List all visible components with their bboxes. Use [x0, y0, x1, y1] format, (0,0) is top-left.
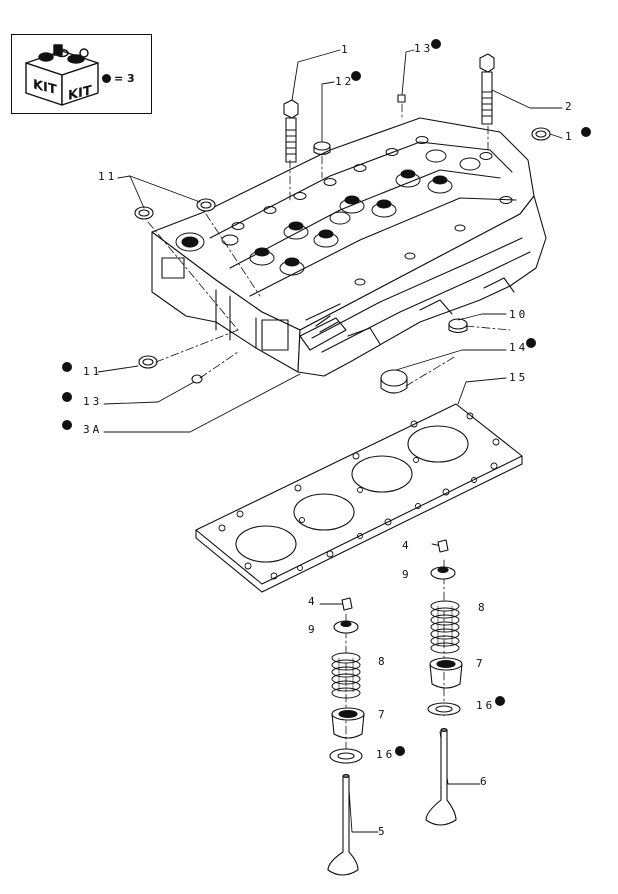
kit-dot-icon [431, 39, 441, 49]
callout-c1: 1 [341, 43, 351, 56]
bushing-11-left-b [196, 198, 216, 212]
kit-icon-label-right: KIT [68, 83, 92, 104]
bushing-11-bottom [138, 355, 158, 369]
callout-c8l: 8 [378, 655, 388, 668]
callout-c13a: 13 [414, 42, 434, 55]
callout-c16l: 16 [376, 748, 396, 761]
callout-c7r: 7 [476, 657, 486, 670]
center-lines [147, 103, 511, 761]
callout-c10: 10 [509, 308, 529, 321]
kit-dot-icon [102, 74, 111, 83]
dowel-13-bottom [191, 374, 203, 384]
callout-c12: 12 [335, 75, 355, 88]
callout-c4l: 4 [308, 595, 318, 608]
kit-dot-icon [395, 746, 405, 756]
callout-c11l: 11 [98, 170, 118, 183]
valve-assembly-left [327, 597, 365, 876]
callout-c7l: 7 [378, 708, 388, 721]
callout-c2: 2 [565, 100, 575, 113]
bolt-right [479, 53, 495, 125]
callout-c11b: 11 [83, 365, 103, 378]
kit-dot-icon [495, 696, 505, 706]
kit-legend-equation: = 3 [102, 72, 135, 85]
cylinder-head [151, 117, 547, 377]
bolt-left [283, 99, 299, 163]
plug-14 [380, 369, 408, 394]
callout-c13b: 13 [83, 395, 103, 408]
kit-dot-icon [581, 127, 591, 137]
kit-dot-icon [526, 338, 536, 348]
callout-c9r: 9 [402, 568, 412, 581]
callout-c9l: 9 [308, 623, 318, 636]
callout-c8r: 8 [478, 601, 488, 614]
callout-c14: 14 [509, 341, 529, 354]
kit-legend-box: KIT KIT [11, 34, 152, 114]
kit-icon-label-left: KIT [33, 77, 57, 98]
dowel-13-top [397, 94, 406, 103]
valve-assembly-right [425, 539, 463, 826]
kit-equation-text: = 3 [114, 72, 135, 85]
plug-10 [448, 318, 468, 334]
head-gasket [195, 403, 523, 593]
callout-c11r: 1 [565, 130, 575, 143]
bushing-11-right [531, 127, 551, 141]
kit-dot-icon [351, 71, 361, 81]
callout-c15: 15 [509, 371, 529, 384]
bushing-11-left-a [134, 206, 154, 220]
kit-dot-icon [62, 420, 72, 430]
kit-dot-icon [62, 362, 72, 372]
callout-c16r: 16 [476, 699, 496, 712]
kit-dot-icon [62, 392, 72, 402]
kit-box-icon: KIT KIT [25, 44, 99, 106]
callout-c6: 6 [480, 775, 490, 788]
callout-c4r: 4 [402, 539, 412, 552]
callout-c5: 5 [378, 825, 388, 838]
callout-c3a: 3A [83, 423, 103, 436]
